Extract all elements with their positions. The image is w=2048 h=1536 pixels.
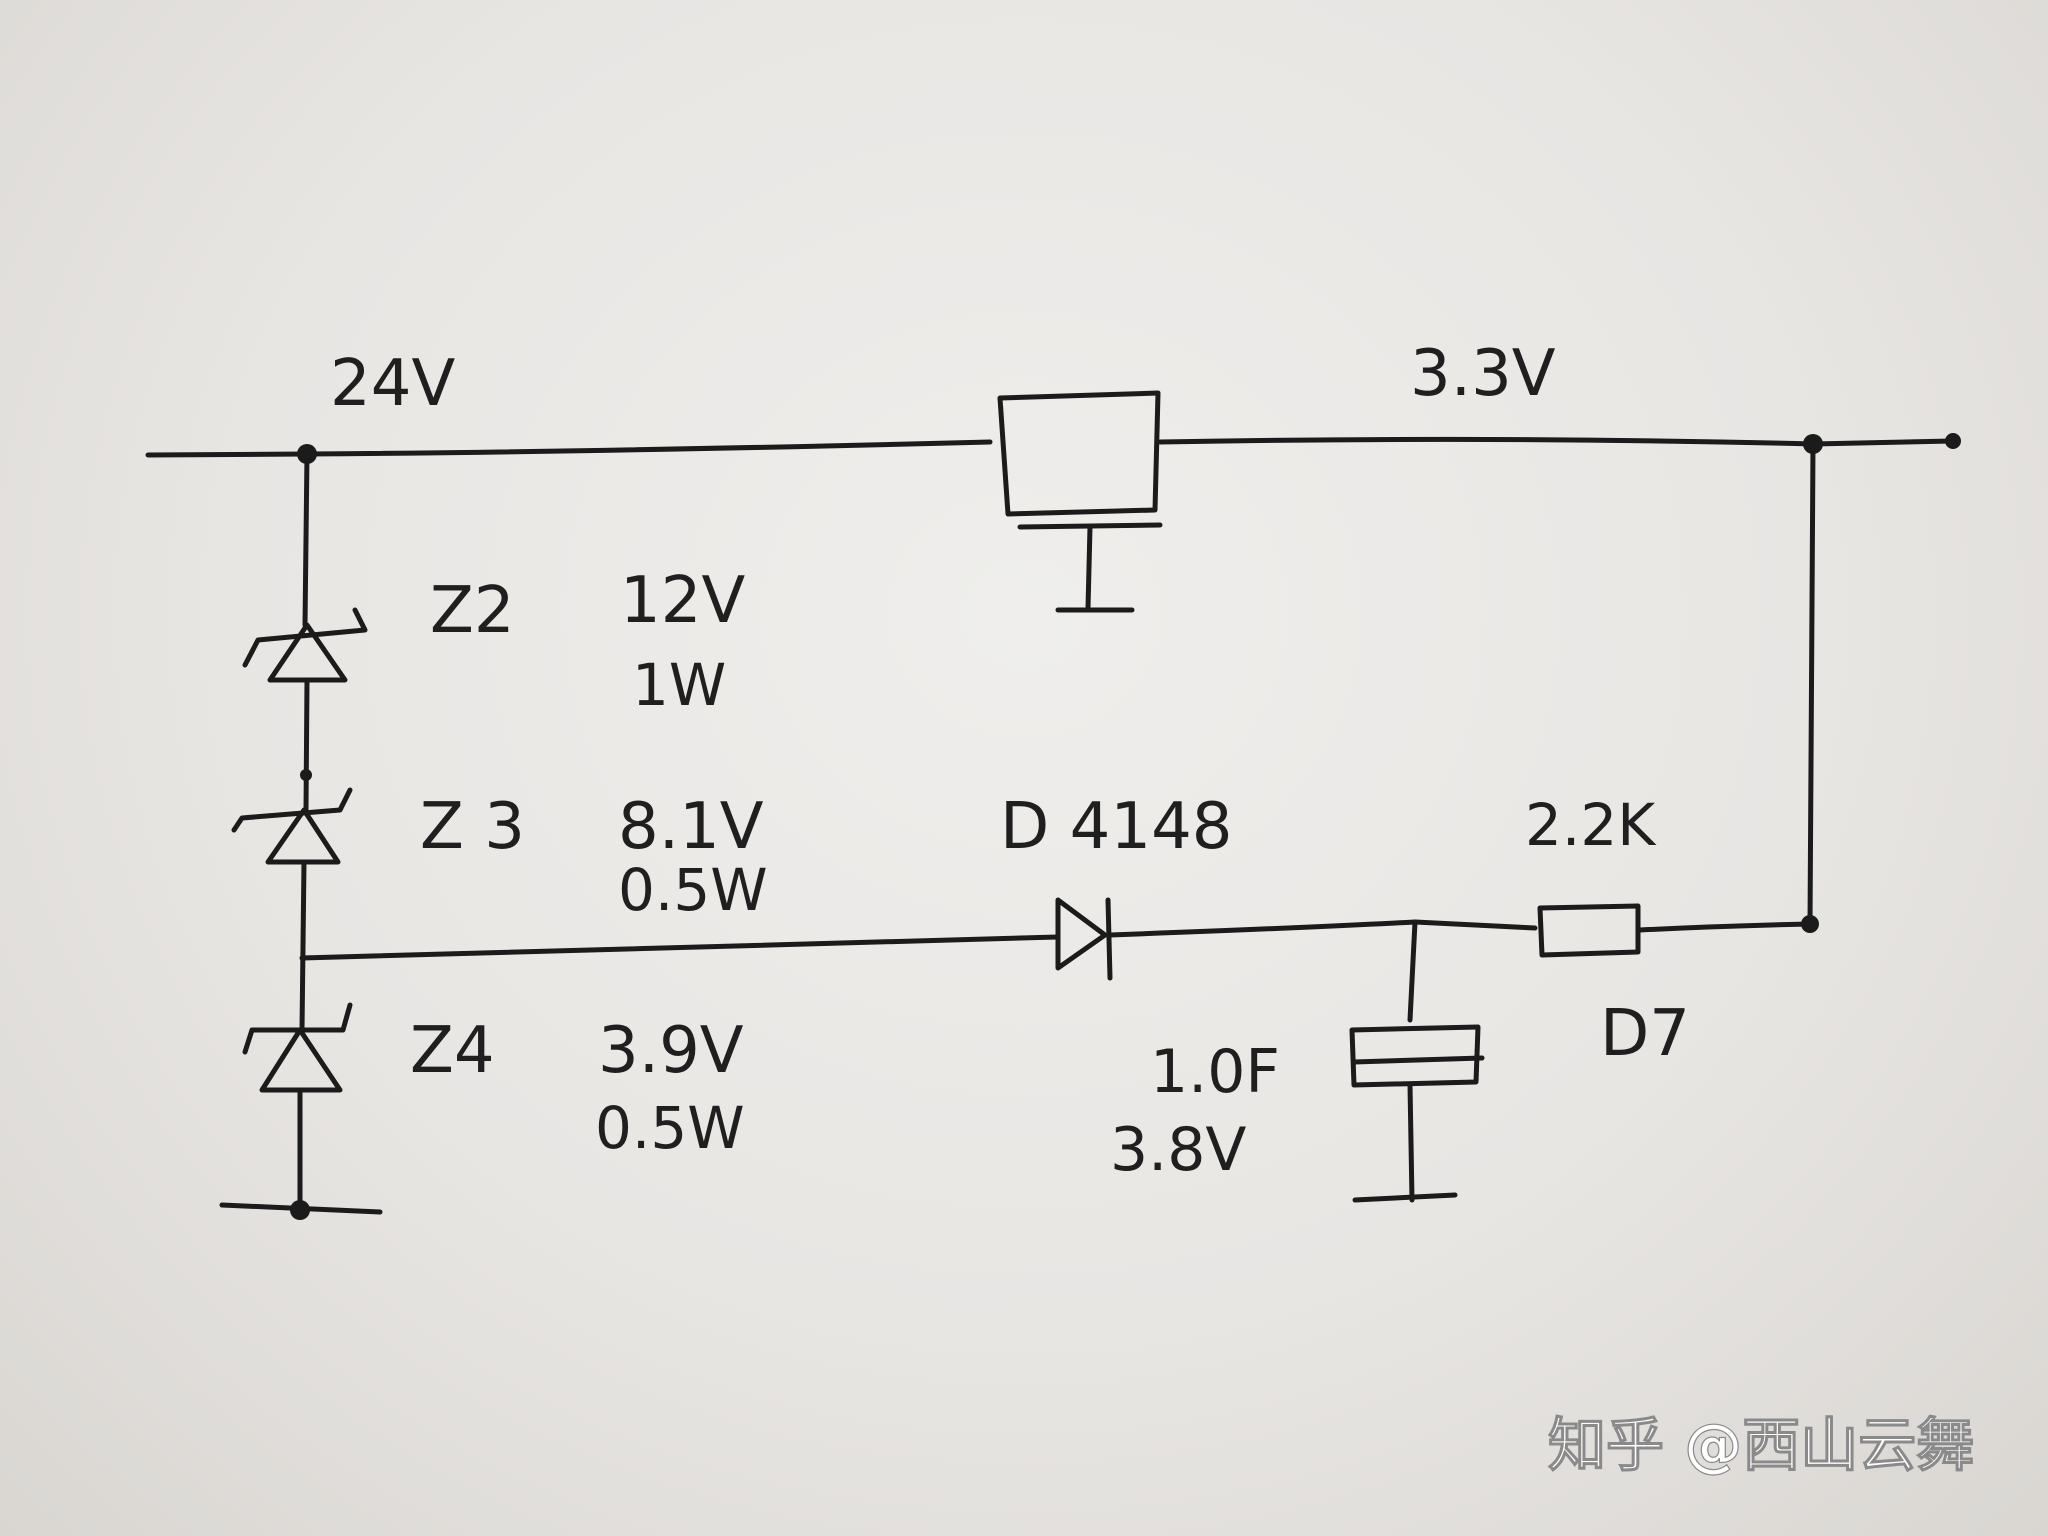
zener-z3-bar xyxy=(231,787,353,833)
ground-node-left xyxy=(290,1200,310,1220)
resistor-value-label: 2.2K xyxy=(1525,791,1657,859)
z4-name-label: Z4 xyxy=(410,1014,495,1088)
capacitor-plate-line xyxy=(1351,1055,1485,1065)
wire-resistor-to-right xyxy=(1637,921,1813,933)
watermark: 知乎 @西山云舞 xyxy=(1548,1411,1974,1479)
cap-bottom-stem xyxy=(1407,1082,1415,1203)
cap-top-stem xyxy=(1407,919,1418,1023)
z3-voltage-label: 8.1V xyxy=(618,790,764,864)
zener-z2-bar xyxy=(242,607,368,668)
zener-z3-triangle xyxy=(265,807,341,865)
capacitor-value-label: 1.0F xyxy=(1150,1037,1280,1107)
zener-z4-triangle xyxy=(259,1027,343,1093)
led-label: D7 xyxy=(1600,997,1690,1071)
wire-cap-to-resistor xyxy=(1412,919,1538,931)
diode-label: D 4148 xyxy=(1000,790,1233,864)
wire-z3-z4 xyxy=(299,859,307,1033)
right-vertical-wire xyxy=(1807,441,1816,928)
capacitor-ground-symbol xyxy=(1352,1192,1458,1203)
wire-z2-z3 xyxy=(303,677,310,813)
regulator-block xyxy=(997,390,1161,517)
zener-z4-bar xyxy=(242,1002,353,1055)
capacitor-voltage-label: 3.8V xyxy=(1110,1115,1246,1185)
input-rail-wire xyxy=(145,439,993,458)
regulator-ground-stem xyxy=(1085,524,1093,611)
output-voltage-label: 3.3V xyxy=(1410,337,1556,411)
tap-wire-to-diode xyxy=(299,934,1061,961)
input-voltage-label: 24V xyxy=(330,347,455,421)
z2-z3-node xyxy=(300,769,312,781)
resistor-body xyxy=(1537,903,1641,958)
z4-voltage-label: 3.9V xyxy=(598,1014,744,1088)
z4-power-label: 0.5W xyxy=(595,1094,745,1162)
diode-1n4148-triangle xyxy=(1055,897,1108,971)
z3-name-label: Z 3 xyxy=(420,790,525,864)
z2-voltage-label: 12V xyxy=(620,564,745,638)
z3-power-label: 0.5W xyxy=(618,856,768,924)
z2-name-label: Z2 xyxy=(430,574,515,648)
wire-diode-to-cap xyxy=(1107,919,1418,938)
output-terminal-node xyxy=(1945,433,1961,449)
diode-1n4148-bar xyxy=(1105,897,1113,981)
capacitor-body xyxy=(1349,1024,1481,1088)
z2-power-label: 1W xyxy=(632,651,726,719)
left-vertical-wire-top xyxy=(302,451,310,628)
output-rail-wire xyxy=(1157,436,1955,447)
